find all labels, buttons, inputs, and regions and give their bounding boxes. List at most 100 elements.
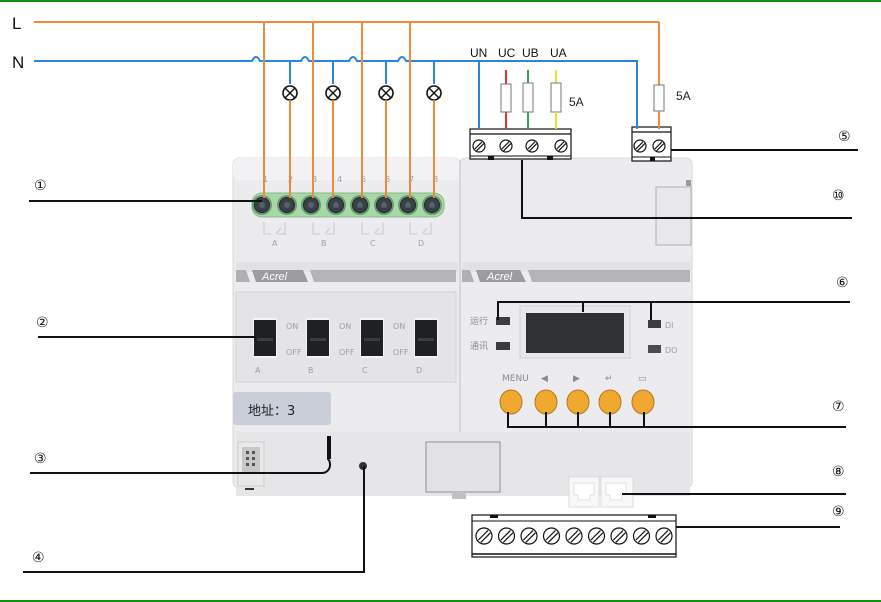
leader-4 <box>23 466 365 573</box>
channel-letter-D: D <box>418 239 424 248</box>
lcd-display <box>519 305 631 359</box>
relay-terminal-8 <box>422 195 442 215</box>
do-indicator-label: DO <box>665 346 677 355</box>
callout-leaders <box>23 149 858 573</box>
switch-channel-label: D <box>416 366 422 375</box>
lamp-icon <box>282 85 298 101</box>
rj45-ports <box>568 476 634 508</box>
bottom-terminal-screw-8 <box>632 527 651 545</box>
switch-off-label: OFF <box>393 348 409 357</box>
comm-indicator-label: 通讯 <box>470 341 488 352</box>
manual-switch-A[interactable] <box>253 318 277 358</box>
meter-band <box>462 262 690 272</box>
manual-switch-D[interactable] <box>414 318 438 358</box>
relay-terminal-4 <box>326 195 346 215</box>
relay-contact-symbol-D <box>409 222 432 235</box>
indicator-leds: 运行 通讯 DI DO <box>470 315 677 355</box>
manual-switch-B[interactable] <box>306 318 330 358</box>
relay-terminal-1 <box>252 195 272 215</box>
terminal-number-1: 1 <box>263 175 268 184</box>
bottom-terminal-screw-9 <box>655 527 673 545</box>
run-led <box>496 317 510 325</box>
channel-letter-C: C <box>370 239 376 248</box>
callout-8: ⑧ <box>832 464 845 480</box>
wiring: 5A 5A <box>34 21 691 198</box>
phase-label-ua: UA <box>550 46 567 60</box>
bottom-terminal-screw-5 <box>565 527 583 545</box>
phase-label-uc: UC <box>498 46 516 60</box>
callout-4: ④ <box>32 550 45 566</box>
meter-brand-strip: Acrel <box>462 270 690 283</box>
bottom-terminal-screw-3 <box>520 527 538 545</box>
expansion-latch <box>452 492 466 499</box>
keypad: MENU◀▶↵▭ <box>499 374 655 415</box>
do-led <box>648 345 661 353</box>
switch-off-label: OFF <box>339 348 355 357</box>
bottom-terminal-screw-1 <box>475 527 493 545</box>
power-terminal-screw-1 <box>633 139 647 153</box>
terminal-number-4: 4 <box>337 175 342 184</box>
relay-terminal-6 <box>374 195 394 215</box>
di-indicator-label: DI <box>665 321 674 330</box>
callout-1: ① <box>34 178 47 194</box>
bottom-terminal-screw-7 <box>610 527 628 545</box>
power-fuse <box>653 84 665 112</box>
callout-7: ⑦ <box>832 399 845 415</box>
meter-cover-window <box>655 180 692 246</box>
leader-6 <box>497 301 850 320</box>
callout-10: ⑩ <box>832 188 845 204</box>
terminal-number-8: 8 <box>433 175 438 184</box>
keypad-button-0[interactable] <box>499 389 523 415</box>
voltage-fuse-rating: 5A <box>569 95 584 109</box>
phase-label-ub: UB <box>522 46 539 60</box>
relay-contact-symbol-B <box>312 222 335 235</box>
bottom-terminal-block <box>471 514 677 558</box>
relay-terminal-7 <box>398 195 418 215</box>
callout-3: ③ <box>34 451 47 467</box>
voltage-terminal-screw-UC <box>499 139 513 153</box>
switch-channel-label: B <box>308 366 314 375</box>
lamp-icon <box>325 85 341 101</box>
relay-contact-symbol-C <box>361 222 384 235</box>
relay-brand-logo: Acrel <box>261 271 288 283</box>
bottom-terminal-screw-6 <box>587 527 606 545</box>
leader-7 <box>507 412 846 428</box>
callout-5: ⑤ <box>838 129 851 145</box>
relay-lower-body <box>236 432 460 496</box>
relay-brand-strip: Acrel <box>236 270 456 283</box>
relay-terminal-3 <box>301 195 321 215</box>
terminal-number-6: 6 <box>385 175 390 184</box>
frame-bottom-border <box>0 600 881 602</box>
terminal-number-5: 5 <box>361 175 366 184</box>
comm-led <box>496 342 510 350</box>
key-symbol-0: MENU <box>502 374 529 384</box>
manual-switch-C[interactable] <box>360 318 384 358</box>
callout-6: ⑥ <box>836 275 849 291</box>
bottom-terminal-screw-4 <box>542 527 561 545</box>
channel-letter-B: B <box>321 239 327 248</box>
address-label: 地址：3 <box>248 404 295 419</box>
keypad-button-1[interactable] <box>534 389 558 415</box>
address-plate: 地址：3 <box>233 392 331 425</box>
keypad-button-4[interactable] <box>631 389 655 415</box>
key-symbol-2: ▶ <box>573 374 580 384</box>
keypad-button-2[interactable] <box>566 389 590 415</box>
relay-terminal-5 <box>350 195 370 215</box>
key-symbol-4: ▭ <box>638 374 647 384</box>
relay-terminal-block <box>251 192 445 218</box>
channel-letter-A: A <box>272 239 278 248</box>
keypad-button-3[interactable] <box>598 389 622 415</box>
switch-on-label: ON <box>393 322 405 331</box>
live-bus-label: L <box>12 14 21 33</box>
leader-10 <box>521 160 852 219</box>
expansion-cover <box>425 441 501 493</box>
key-symbol-3: ↵ <box>605 374 613 384</box>
callout-2: ② <box>36 315 49 331</box>
power-terminal <box>631 126 672 162</box>
neutral-bus-line <box>34 56 638 129</box>
switch-on-label: ON <box>286 322 298 331</box>
relay-terminal-2 <box>277 195 297 215</box>
voltage-terminal-screw-UA <box>554 139 568 153</box>
run-indicator-label: 运行 <box>470 315 488 327</box>
